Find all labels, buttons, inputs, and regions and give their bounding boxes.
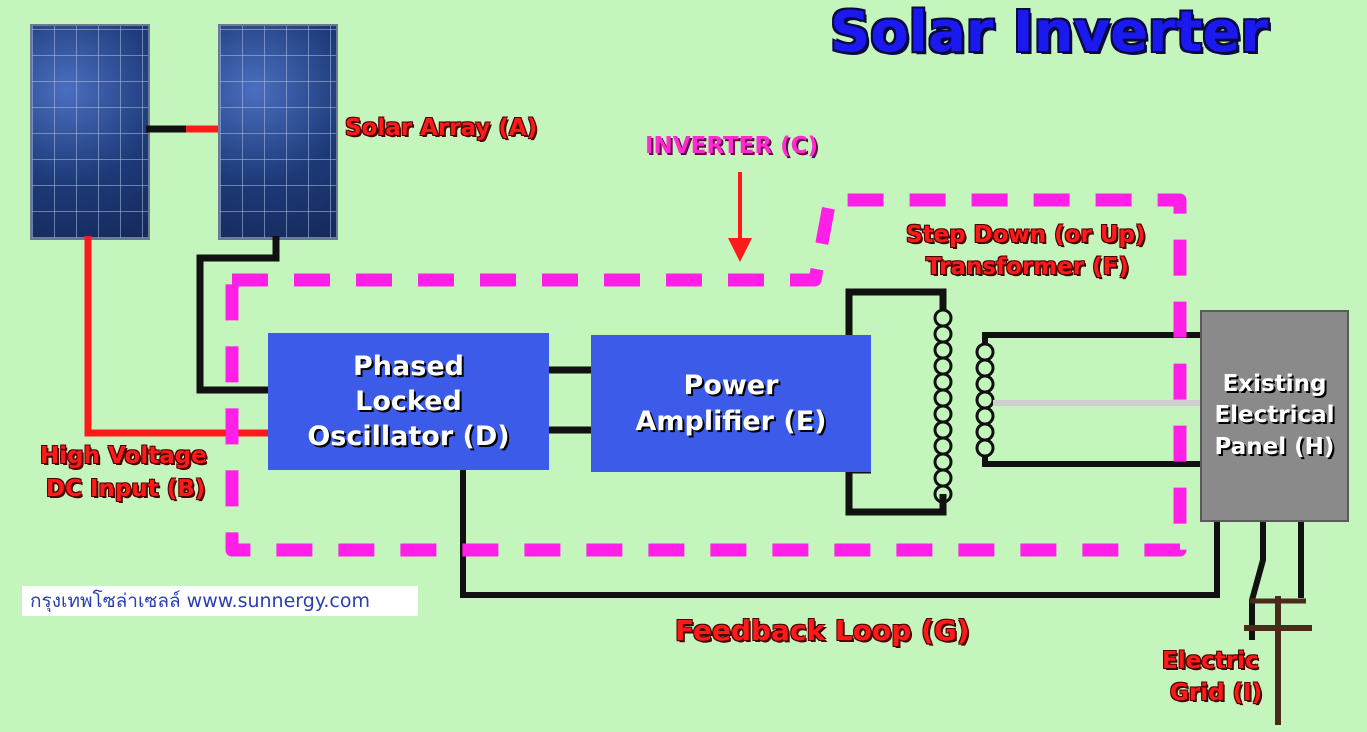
electric-grid-label-line1: Electric — [1162, 648, 1259, 674]
transformer-label-line2: Transformer (F) — [926, 254, 1129, 280]
phase-locked-oscillator-label: Phased Locked Oscillator (D) — [307, 350, 510, 453]
power-amplifier-block: Power Amplifier (E) — [591, 335, 871, 472]
electrical-panel-block: Existing Electrical Panel (H) — [1200, 310, 1349, 522]
transformer-label-line1: Step Down (or Up) — [906, 222, 1146, 248]
power-amplifier-label: Power Amplifier (E) — [635, 370, 827, 437]
solar-array-label: Solar Array (A) — [345, 115, 538, 141]
phase-locked-oscillator-block: Phased Locked Oscillator (D) — [268, 333, 549, 470]
feedback-loop-label: Feedback Loop (G) — [675, 614, 970, 647]
amp-primary-wire-bottom — [845, 466, 947, 516]
high-voltage-label-line2: DC Input (B) — [46, 476, 206, 502]
inverter-label: INVERTER (C) — [645, 133, 819, 159]
utility-pole-icon — [1244, 596, 1312, 725]
transformer-secondary-coil — [975, 342, 995, 458]
electrical-panel-label: Existing Electrical Panel (H) — [1214, 371, 1335, 460]
transformer-primary-coil — [933, 308, 953, 504]
electric-grid-label-line2: Grid (I) — [1170, 680, 1263, 706]
inverter-boundary — [225, 193, 1187, 557]
feedback-loop-wire — [460, 470, 1220, 598]
diagram-title: Solar Inverter — [830, 0, 1269, 65]
solar-panel-left — [30, 24, 150, 240]
inverter-arrow-icon — [728, 172, 752, 262]
secondary-panel-wire-bottom — [982, 456, 1200, 467]
dc-positive-wire — [84, 236, 268, 437]
high-voltage-label-line1: High Voltage — [40, 443, 207, 469]
watermark-text: กรุงเทพโซล่าเซลล์ www.sunnergy.com — [22, 586, 418, 616]
dc-negative-wire — [196, 236, 280, 394]
panel-grid-wire-left — [1249, 520, 1266, 640]
secondary-panel-wire-top — [982, 332, 1200, 344]
solar-panel-right — [218, 24, 338, 240]
